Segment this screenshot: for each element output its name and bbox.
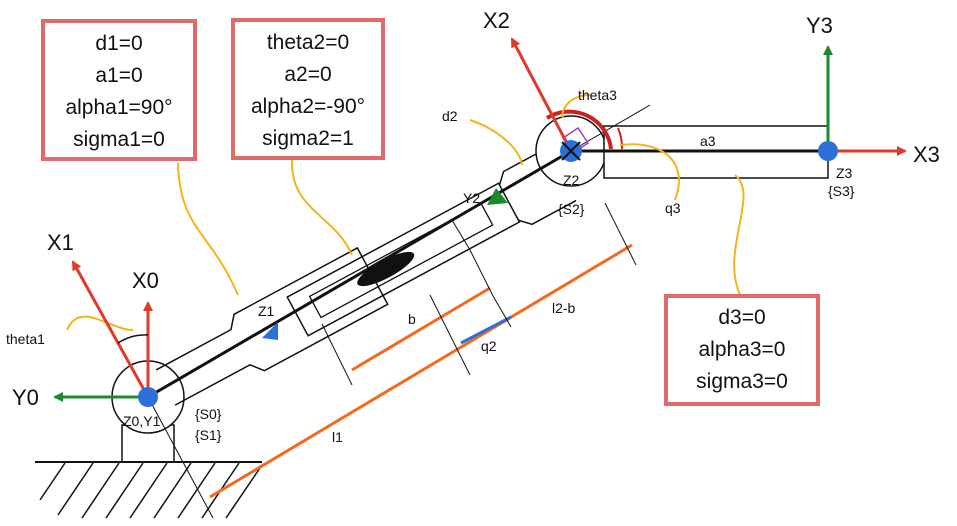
label-d2: d2 (442, 108, 458, 124)
label-theta3: theta3 (578, 87, 617, 103)
label-x1: X1 (47, 230, 74, 255)
box3-line1: d3=0 (718, 306, 765, 329)
box3-line3: sigma3=0 (696, 370, 788, 393)
extension-line-b (451, 219, 471, 251)
theta3-arc-2 (617, 127, 624, 150)
axes-frame2 (510, 37, 573, 152)
label-z1: Z1 (258, 303, 275, 319)
box1-line1: d1=0 (95, 32, 142, 55)
link-centerline (147, 149, 572, 399)
box2-line4: sigma2=1 (262, 127, 354, 150)
label-y3: Y3 (806, 13, 833, 38)
param-box-link1: d1=0 a1=0 alpha1=90° sigma1=0 (41, 19, 197, 161)
param-box-link3: d3=0 alpha3=0 sigma3=0 (664, 294, 820, 406)
label-b: b (408, 311, 416, 327)
ground (35, 461, 263, 519)
joint3-marker (818, 141, 838, 161)
param-box-link2: theta2=0 a2=0 alpha2=-90° sigma2=1 (231, 18, 385, 160)
label-q2: q2 (481, 338, 497, 354)
label-s2: {S2} (558, 201, 585, 217)
box3-line2: alpha3=0 (698, 338, 785, 361)
label-s0: {S0} (195, 406, 222, 422)
label-x0: X0 (132, 268, 159, 293)
dimension-q2 (429, 294, 512, 376)
label-a3: a3 (700, 133, 716, 149)
label-s1: {S1} (195, 427, 222, 443)
label-s3: {S3} (828, 183, 855, 199)
box1-line3: alpha1=90° (65, 96, 172, 119)
box2-line2: a2=0 (284, 63, 331, 86)
box2-line1: theta2=0 (267, 31, 349, 54)
leader-lines (66, 94, 745, 331)
axes-frame3 (823, 45, 907, 156)
label-x3: X3 (913, 142, 940, 167)
joint1-marker (138, 387, 158, 407)
label-y0: Y0 (12, 385, 39, 410)
label-z2: Z2 (563, 172, 580, 188)
label-z0y1: Z0,Y1 (123, 413, 161, 429)
box1-line2: a1=0 (95, 64, 142, 87)
label-x2: X2 (483, 8, 510, 33)
label-z3: Z3 (836, 165, 853, 181)
label-l1: l1 (332, 429, 343, 445)
z1-marker (262, 322, 278, 340)
label-l2b: l2-b (552, 300, 576, 316)
label-q3: q3 (665, 200, 681, 216)
label-theta1: theta1 (6, 331, 45, 347)
dimension-b (321, 249, 494, 386)
box2-line3: alpha2=-90° (251, 95, 365, 118)
theta3-arc (545, 109, 613, 150)
link2-body (286, 147, 577, 337)
axes-frame0 (53, 260, 153, 402)
y2-marker (487, 188, 508, 205)
label-y2: Y2 (463, 190, 480, 206)
dimension-l1 (147, 202, 637, 519)
box1-line4: sigma1=0 (73, 128, 165, 151)
